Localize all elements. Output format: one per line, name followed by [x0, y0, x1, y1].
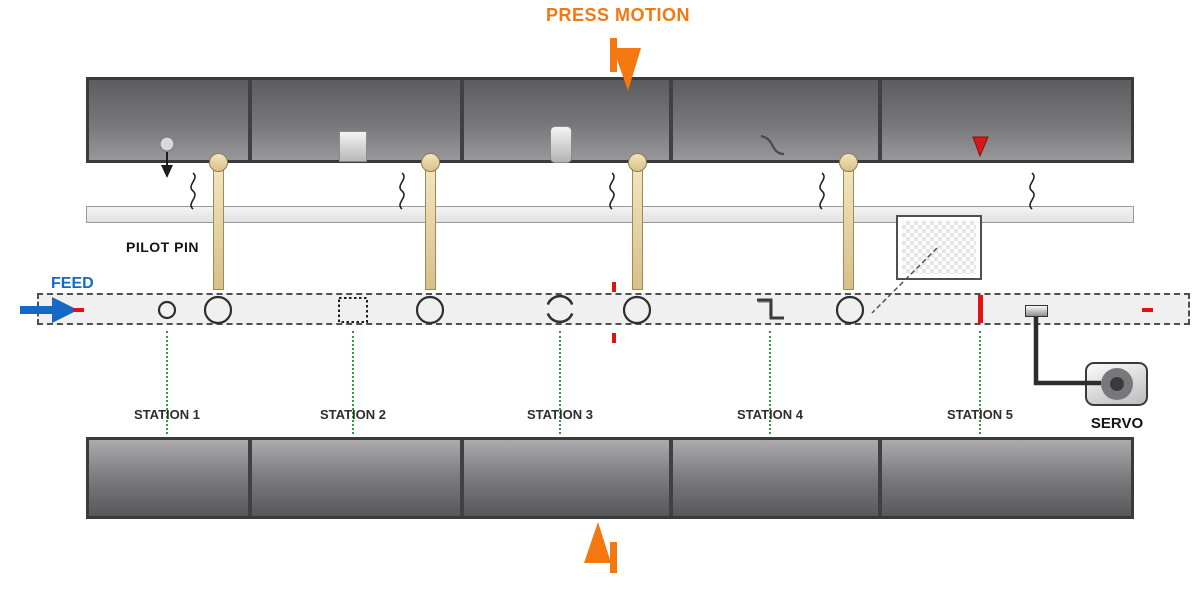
- station-3-line: [559, 331, 561, 434]
- station-1-line: [166, 331, 168, 434]
- press-motion-title: PRESS MOTION: [545, 5, 690, 25]
- pilot-pin-shaft: [843, 168, 854, 290]
- stock-strip: [37, 293, 1190, 325]
- die-section-divider: [878, 80, 882, 160]
- station-5-label: STATION 5: [947, 407, 1013, 422]
- die-section-divider: [669, 80, 673, 160]
- rectangular-punch: [339, 131, 367, 162]
- station-2-line: [352, 331, 354, 434]
- die-section-divider: [248, 440, 252, 516]
- servo-axle-icon: [1110, 377, 1124, 391]
- station-5-line: [979, 331, 981, 434]
- spring-icons: [190, 172, 1035, 210]
- pilot-pin-shaft: [632, 168, 643, 290]
- die-section-divider: [248, 80, 252, 160]
- rounded-punch: [550, 126, 572, 163]
- pilot-pin-head: [628, 153, 647, 172]
- finished-part-pattern: [902, 221, 976, 274]
- pilot-pin-head: [421, 153, 440, 172]
- die-section-divider: [669, 440, 673, 516]
- bolster-arrow-icon: [584, 522, 617, 573]
- upper-die-block: [86, 77, 1134, 163]
- finished-part-box: [896, 215, 982, 280]
- lower-die-block: [86, 437, 1134, 519]
- servo-label: SERVO: [1090, 415, 1144, 432]
- station-2-label: STATION 2: [320, 407, 386, 422]
- pilot-pin-head: [839, 153, 858, 172]
- die-section-divider: [878, 440, 882, 516]
- pilot-pin-label: PILOT PIN: [126, 239, 199, 255]
- pilot-pin-head: [209, 153, 228, 172]
- feed-sensor: [1025, 305, 1048, 317]
- die-section-divider: [460, 80, 464, 160]
- pilot-pin-shaft: [213, 168, 224, 290]
- die-section-divider: [460, 440, 464, 516]
- station-4-line: [769, 331, 771, 434]
- pilot-pin-shaft: [425, 168, 436, 290]
- station-1-label: STATION 1: [134, 407, 200, 422]
- feed-label: FEED: [51, 275, 94, 292]
- station-3-label: STATION 3: [527, 407, 593, 422]
- station-4-label: STATION 4: [737, 407, 803, 422]
